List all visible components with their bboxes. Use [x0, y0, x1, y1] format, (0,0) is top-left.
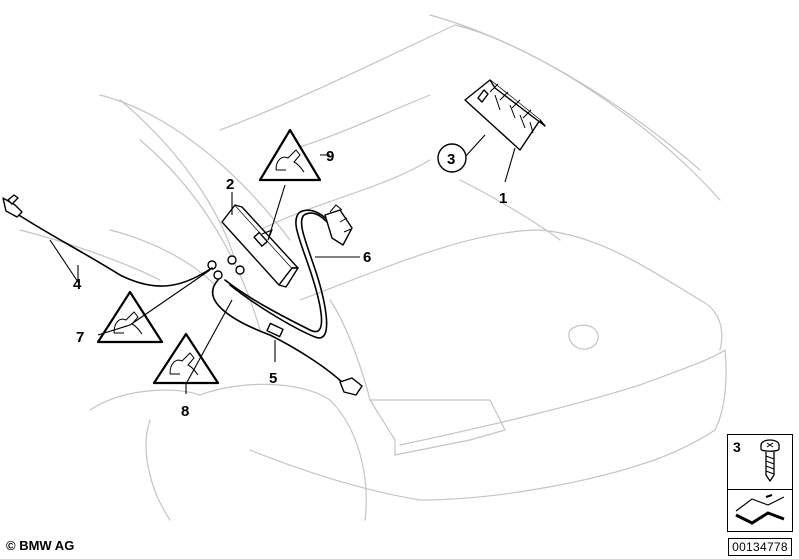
callout-3-circle	[437, 143, 467, 173]
part-4-cable	[2, 194, 213, 287]
part-6-cable	[224, 204, 353, 339]
part-5-cable	[211, 279, 363, 396]
callout-3: 3	[447, 151, 455, 168]
callout-5: 5	[269, 370, 277, 387]
callout-9: 9	[326, 148, 334, 165]
callout-1: 1	[499, 190, 507, 207]
callout-7: 7	[76, 329, 84, 346]
warning-icon-8	[152, 332, 220, 385]
warning-icon-7	[96, 290, 164, 344]
document-number: 00134778	[728, 538, 792, 556]
parts-legend: 3	[727, 434, 793, 532]
callout-4: 4	[73, 276, 82, 293]
legend-divider	[728, 489, 792, 490]
callout-8: 8	[181, 403, 189, 420]
part-1-relay	[464, 79, 546, 151]
callout-6: 6	[363, 249, 371, 266]
callout-2: 2	[226, 176, 234, 193]
part-2-amplifier	[207, 204, 299, 288]
legend-item-label: 3	[733, 439, 741, 455]
screw-icon	[760, 439, 780, 483]
leader-lines	[49, 134, 516, 394]
copyright-label: © BMW AG	[6, 538, 75, 553]
warning-icon-9	[258, 128, 322, 182]
bracket-profile-icon	[735, 494, 785, 525]
car-outline	[19, 14, 727, 521]
